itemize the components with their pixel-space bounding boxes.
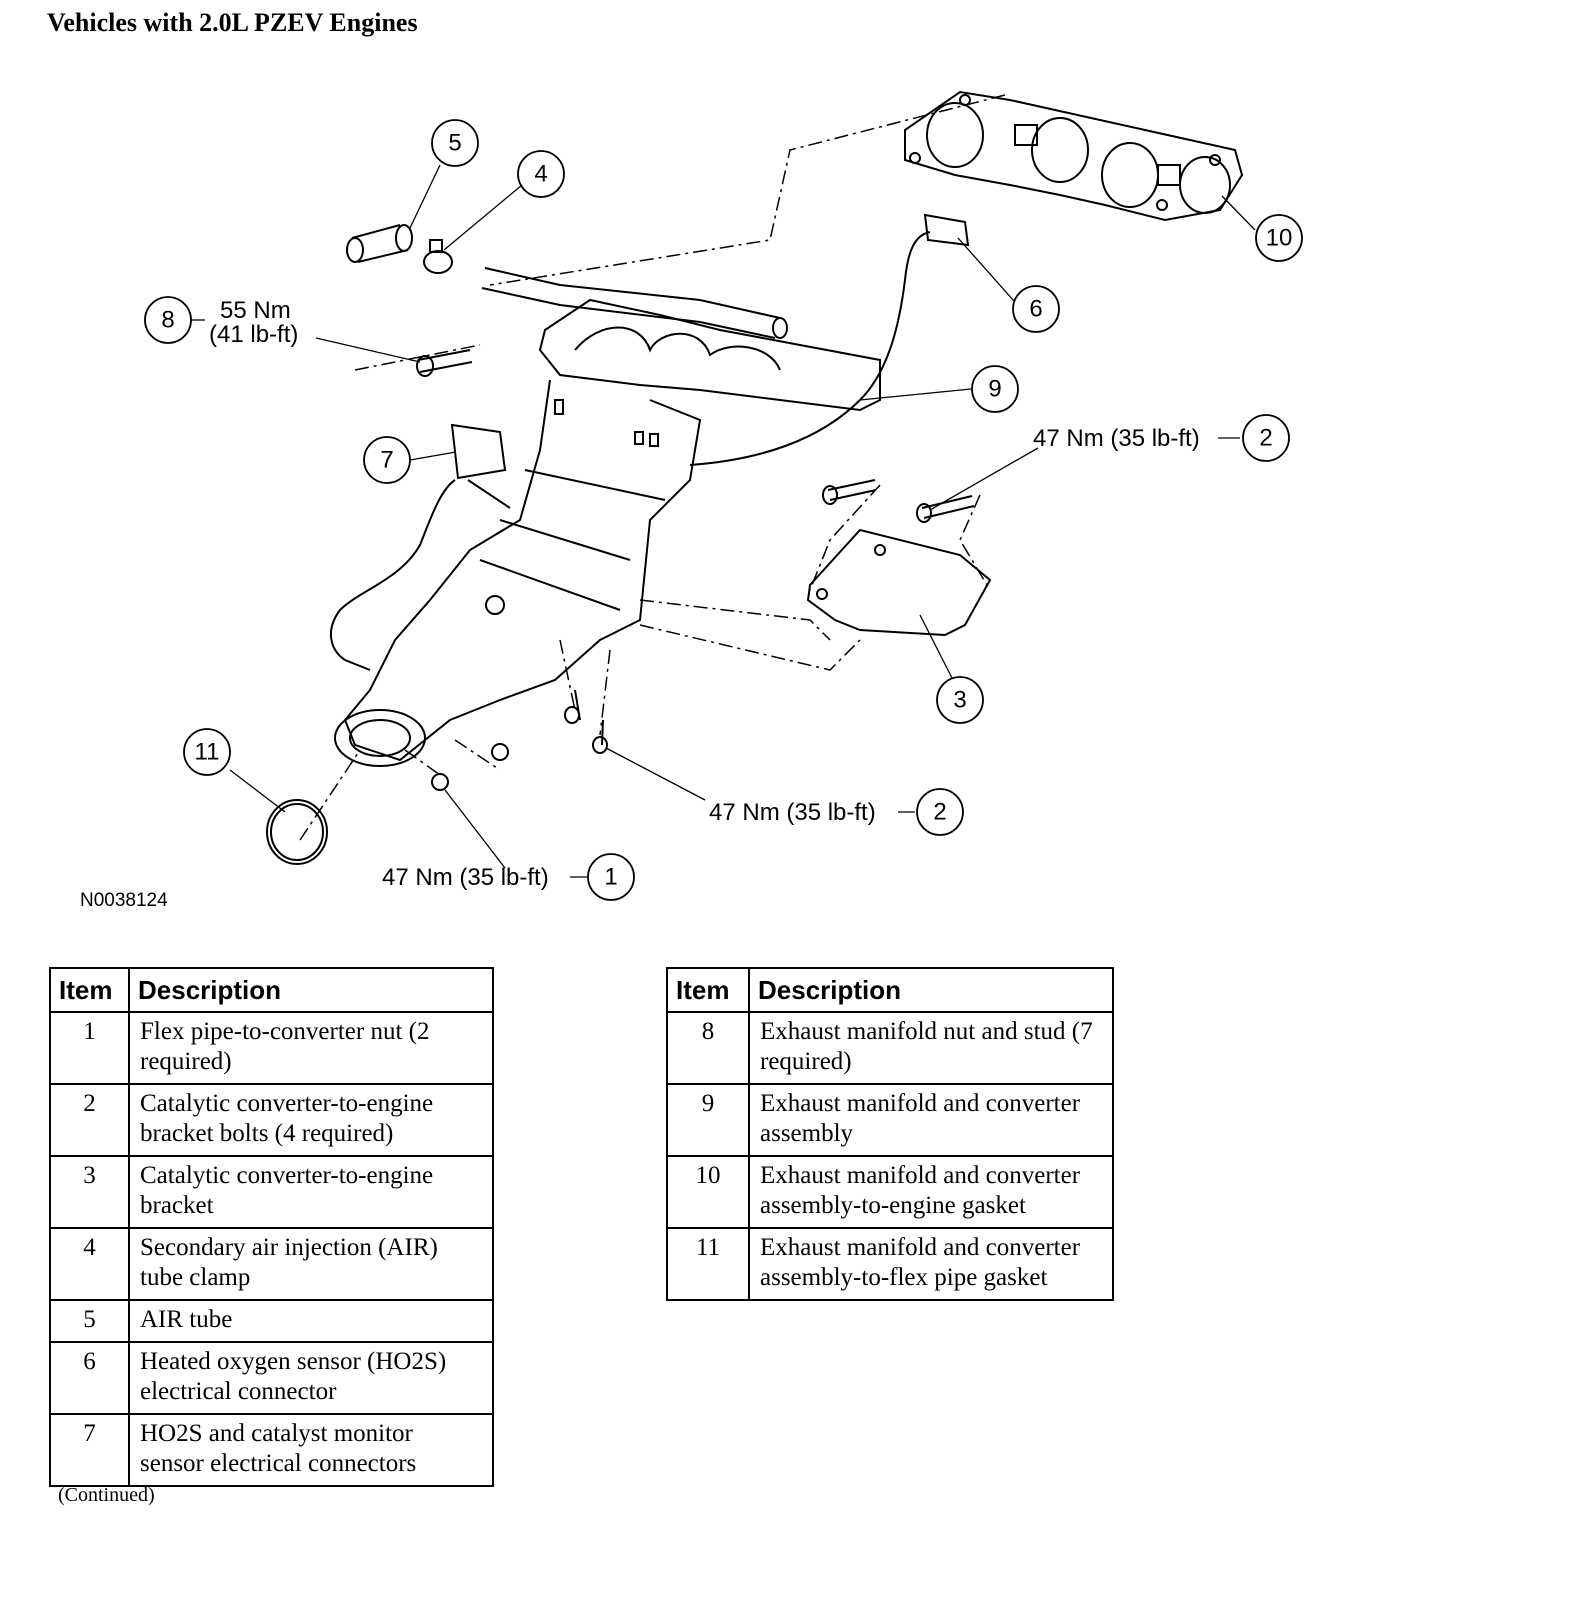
legend-item-description: Exhaust manifold nut and stud (7 require… bbox=[748, 1011, 1114, 1085]
legend-header-description: Description bbox=[748, 967, 1114, 1013]
manifold-stud-illustration bbox=[416, 349, 473, 377]
legend-item-number: 6 bbox=[49, 1341, 130, 1415]
callout-number: 4 bbox=[534, 161, 547, 188]
air-tube-illustration bbox=[346, 224, 413, 263]
legend-item-number: 8 bbox=[666, 1011, 750, 1085]
legend-item-number: 2 bbox=[49, 1083, 130, 1157]
legend-item-description: Catalytic converter-to-engine bracket bbox=[128, 1155, 494, 1229]
callout-9 bbox=[971, 365, 1019, 413]
callout-5 bbox=[431, 119, 479, 167]
legend-item-description: Exhaust manifold and converter assembly-… bbox=[748, 1227, 1114, 1301]
exhaust-manifold-exploded-diagram: 5 4 10 6 8 9 2 7 3 11 2 1 55 Nm (41 lb-f… bbox=[144, 90, 1303, 901]
legend-item-description: Exhaust manifold and converter assembly bbox=[748, 1083, 1114, 1157]
callout-2b bbox=[916, 788, 964, 836]
legend-header-description: Description bbox=[128, 967, 494, 1013]
legend-item-description: Exhaust manifold and converter assembly-… bbox=[748, 1155, 1114, 1229]
legend-item-number: 4 bbox=[49, 1227, 130, 1301]
torque-label-2b: 47 Nm (35 lb-ft) bbox=[709, 799, 876, 826]
callout-number: 2 bbox=[933, 799, 946, 826]
legend-item-description: HO2S and catalyst monitor sensor electri… bbox=[128, 1413, 494, 1487]
callout-number: 8 bbox=[161, 307, 174, 334]
air-tube-clamp-illustration bbox=[423, 239, 453, 274]
callout-8 bbox=[144, 296, 192, 344]
callout-6 bbox=[1012, 285, 1060, 333]
legend-header-row: Item Description bbox=[666, 967, 1114, 1013]
callout-number: 10 bbox=[1266, 225, 1293, 252]
legend-header-item: Item bbox=[49, 967, 130, 1013]
callout-7 bbox=[363, 436, 411, 484]
legend-item-description: Catalytic converter-to-engine bracket bo… bbox=[128, 1083, 494, 1157]
legend-item-number: 11 bbox=[666, 1227, 750, 1301]
callout-number: 2 bbox=[1259, 425, 1272, 452]
legend-header-item: Item bbox=[666, 967, 750, 1013]
bracket-bolt-illustration bbox=[564, 479, 975, 754]
callout-4 bbox=[517, 150, 565, 198]
legend-item-description: Flex pipe-to-converter nut (2 required) bbox=[128, 1011, 494, 1085]
callout-3 bbox=[936, 676, 984, 724]
callout-number: 5 bbox=[448, 130, 461, 157]
figure-id: N0038124 bbox=[80, 890, 168, 911]
continued-note: (Continued) bbox=[58, 1484, 155, 1506]
callout-number: 7 bbox=[380, 447, 393, 474]
callout-number: 1 bbox=[604, 864, 617, 891]
legend-item-number: 9 bbox=[666, 1083, 750, 1157]
legend-item-description: AIR tube bbox=[128, 1299, 494, 1343]
torque-label-8-line1: 55 Nm bbox=[220, 297, 291, 324]
legend-item-number: 5 bbox=[49, 1299, 130, 1343]
legend-item-number: 1 bbox=[49, 1011, 130, 1085]
legend-item-number: 7 bbox=[49, 1413, 130, 1487]
callout-number: 3 bbox=[953, 687, 966, 714]
legend-item-description: Heated oxygen sensor (HO2S) electrical c… bbox=[128, 1341, 494, 1415]
callout-2a bbox=[1242, 414, 1290, 462]
legend-item-number: 3 bbox=[49, 1155, 130, 1229]
torque-label-8-line2: (41 lb-ft) bbox=[209, 321, 298, 348]
callout-10 bbox=[1255, 214, 1303, 262]
flex-pipe-gasket-illustration bbox=[266, 799, 328, 865]
callout-number: 6 bbox=[1029, 296, 1042, 323]
torque-label-1: 47 Nm (35 lb-ft) bbox=[382, 864, 549, 891]
torque-label-2a: 47 Nm (35 lb-ft) bbox=[1033, 425, 1200, 452]
converter-bracket-illustration bbox=[806, 528, 992, 637]
manifold-gasket-illustration bbox=[904, 90, 1244, 222]
manifold-converter-illustration bbox=[334, 298, 881, 767]
callout-1 bbox=[587, 853, 635, 901]
legend-item-number: 10 bbox=[666, 1155, 750, 1229]
page-title: Vehicles with 2.0L PZEV Engines bbox=[47, 8, 418, 37]
callout-number: 9 bbox=[988, 376, 1001, 403]
legend-item-description: Secondary air injection (AIR) tube clamp bbox=[128, 1227, 494, 1301]
callout-number: 11 bbox=[195, 739, 220, 766]
legend-header-row: Item Description bbox=[49, 967, 494, 1013]
callout-11 bbox=[183, 728, 231, 776]
